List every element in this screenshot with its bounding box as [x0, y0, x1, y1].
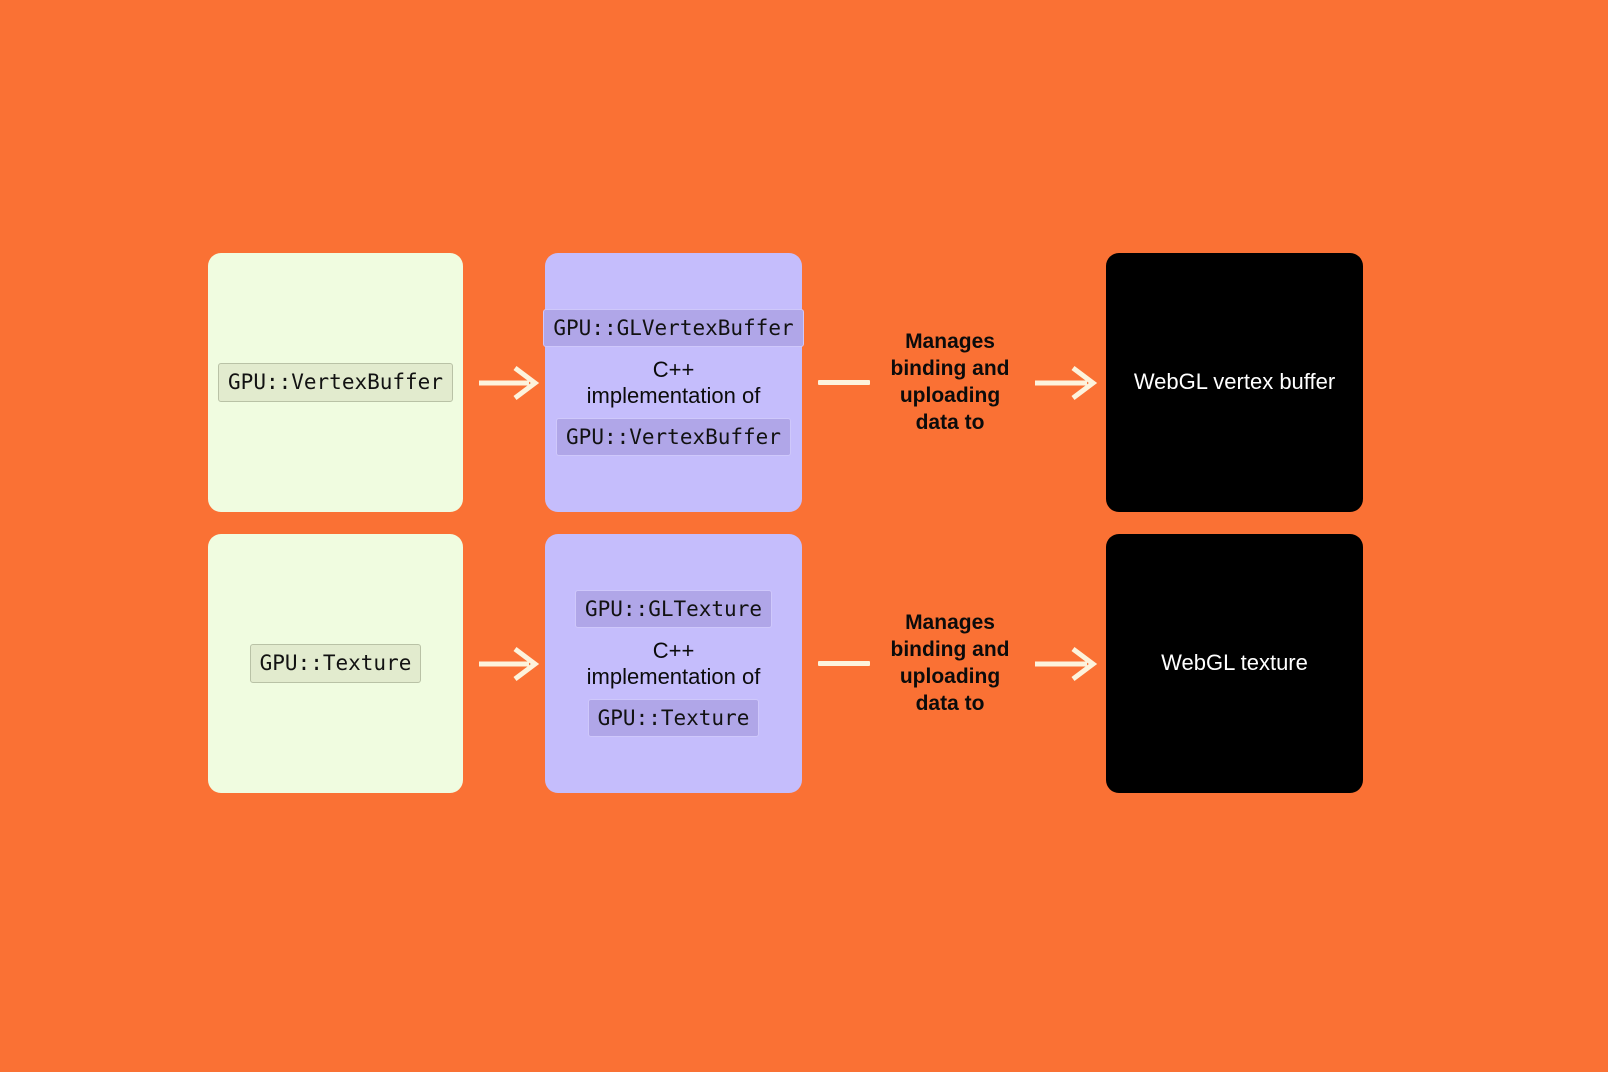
impl-description: C++ implementation of [586, 357, 761, 408]
native-node-label: WebGL vertex buffer [1133, 369, 1336, 395]
code-chip-api-class: GPU::Texture [249, 644, 422, 683]
code-chip-impl-class: GPU::GLVertexBuffer [543, 308, 804, 348]
api-node-vertex-buffer[interactable]: GPU::VertexBuffer [208, 253, 463, 512]
connector-line-impl-to-label [818, 380, 870, 385]
impl-node-gl-vertex-buffer[interactable]: GPU::GLVertexBuffer C++ implementation o… [543, 253, 804, 512]
impl-node-gl-texture[interactable]: GPU::GLTexture C++ implementation of GPU… [545, 534, 802, 793]
native-node-webgl-texture[interactable]: WebGL texture [1106, 534, 1363, 793]
edge-label-manages-binding: Manages binding and uploading data to [890, 611, 1010, 715]
edge-label-manages-binding: Manages binding and uploading data to [890, 330, 1010, 434]
impl-description: C++ implementation of [586, 638, 761, 689]
code-chip-impl-interface: GPU::Texture [587, 698, 760, 738]
diagram-row-texture: GPU::Texture GPU::GLTexture C++ implemen… [0, 534, 1608, 793]
code-chip-impl-class: GPU::GLTexture [574, 589, 772, 629]
arrow-label-to-native-icon [1035, 647, 1098, 681]
native-node-label: WebGL texture [1161, 650, 1308, 676]
diagram-row-vertex-buffer: GPU::VertexBuffer GPU::GLVertexBuffer C+… [0, 253, 1608, 512]
arrow-api-to-impl-icon [479, 647, 540, 681]
api-node-texture[interactable]: GPU::Texture [208, 534, 463, 793]
code-chip-impl-interface: GPU::VertexBuffer [556, 417, 791, 457]
code-chip-api-class: GPU::VertexBuffer [218, 363, 453, 402]
arrow-api-to-impl-icon [479, 366, 540, 400]
connector-line-impl-to-label [818, 661, 870, 666]
native-node-webgl-vertex-buffer[interactable]: WebGL vertex buffer [1106, 253, 1363, 512]
arrow-label-to-native-icon [1035, 366, 1098, 400]
